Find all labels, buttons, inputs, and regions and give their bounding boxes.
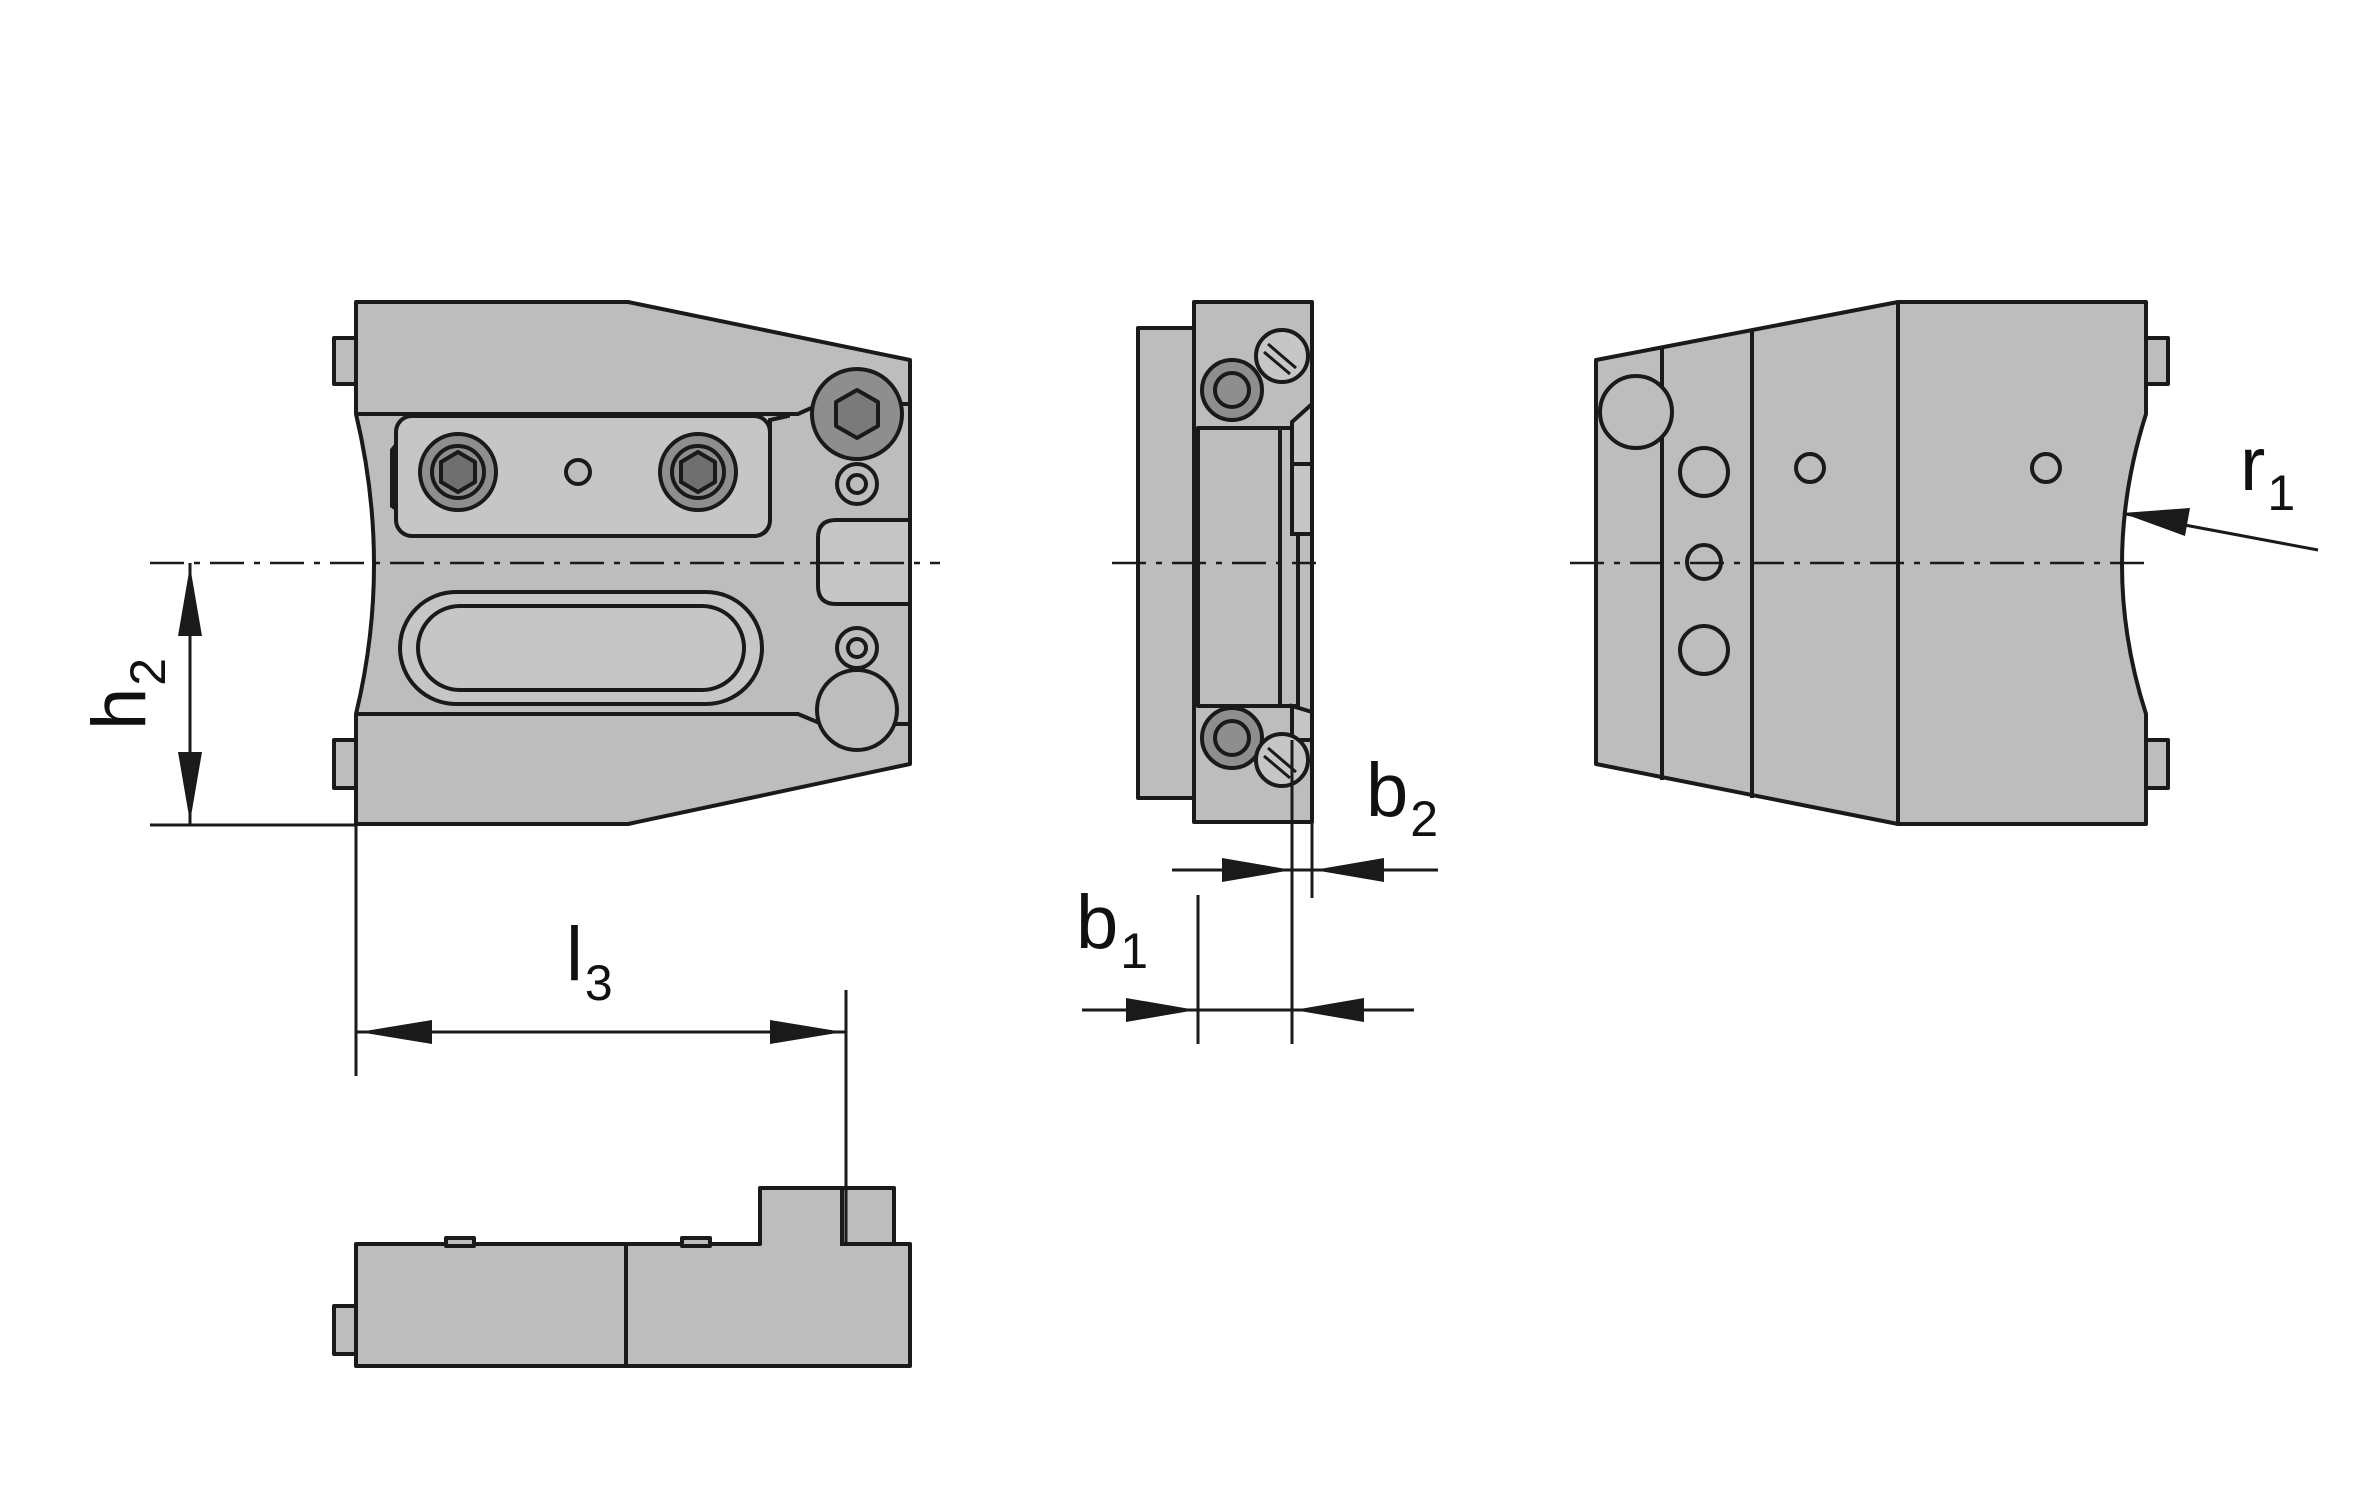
dimension-b2: b2: [1172, 748, 1438, 898]
dimension-h2: h2: [77, 563, 356, 827]
front-pin-hole: [564, 458, 592, 486]
r1-label: r1: [2240, 422, 2295, 521]
front-view: [150, 300, 940, 826]
b1-label: b1: [1076, 880, 1148, 979]
h2-label: h2: [77, 658, 176, 730]
rear-knob: [1598, 374, 1674, 450]
rear-hole-3: [2030, 452, 2062, 484]
rear-hole-1: [1678, 446, 1730, 498]
bottom-body: [354, 1186, 912, 1368]
front-round-plug: [815, 668, 899, 752]
rear-hole-5: [1678, 624, 1730, 676]
hex-socket-icon: [810, 367, 904, 461]
side-middle-block: [1196, 426, 1282, 708]
side-wedge-top: [1290, 399, 1314, 536]
front-side-key: [816, 518, 912, 606]
l3-label: l3: [566, 912, 613, 1011]
front-slot-outer: [398, 590, 764, 706]
side-screw-top-icon: [1200, 358, 1264, 422]
side-screw-bottom-icon: [1200, 706, 1264, 770]
dimension-l3: l3: [354, 826, 848, 1244]
socket-screw-icon: [658, 432, 738, 512]
dimension-r1: r1: [2122, 422, 2319, 552]
side-view: [1112, 300, 1316, 824]
b2-label: b2: [1366, 748, 1438, 847]
side-wedge-bottom: [1290, 703, 1314, 742]
socket-screw-icon: [418, 432, 498, 512]
rear-hole-2: [1794, 452, 1826, 484]
front-small-screw-top: [835, 462, 879, 506]
bottom-view: [332, 1186, 912, 1368]
front-small-screw-bottom: [835, 626, 879, 670]
rear-view: [1570, 300, 2170, 826]
front-slot-inner: [416, 604, 746, 692]
dimension-b1: b1: [1076, 740, 1414, 1044]
